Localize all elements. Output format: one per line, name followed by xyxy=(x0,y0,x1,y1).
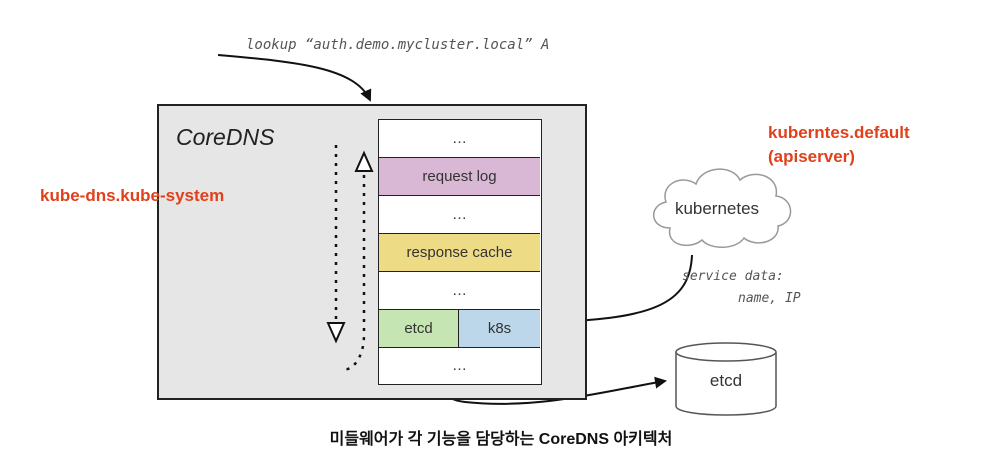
dns-query-text: lookup “auth.demo.mycluster.local” A xyxy=(246,37,550,53)
kubernetes-apiserver-label: (apiserver) xyxy=(768,147,855,166)
etcd-store-label: etcd xyxy=(709,371,743,390)
figure-caption: 미들웨어가 각 기능을 담당하는 CoreDNS 아키텍처 xyxy=(329,431,673,448)
service-data-line2: name, IP xyxy=(738,291,801,306)
request-flow-arrows xyxy=(326,145,374,371)
kubernetes-service-name: kuberntes.default xyxy=(768,123,910,142)
downward-flow-head xyxy=(326,322,346,344)
etcd-database-icon xyxy=(675,342,777,416)
kubernetes-service-label: kuberntes.default (apiserver) xyxy=(768,121,910,169)
stack-row-ellipsis-3: … xyxy=(379,272,540,310)
stack-row-ellipsis-2: … xyxy=(379,196,540,234)
stack-row-ellipsis-4: … xyxy=(452,357,467,374)
stack-row-request-log: request log xyxy=(379,158,540,196)
stack-row-split: etcd k8s xyxy=(379,310,540,348)
coredns-title: CoreDNS xyxy=(176,124,275,150)
k8s-plugin-cell: k8s xyxy=(459,310,540,347)
service-data-note: service data: name, IP xyxy=(682,266,801,310)
middleware-stack: … request log … response cache … etcd k8… xyxy=(378,119,542,385)
kube-dns-service-label: kube-dns.kube-system xyxy=(40,186,225,205)
kubernetes-cloud-icon xyxy=(653,168,792,248)
stack-row-response-cache: response cache xyxy=(379,234,540,272)
query-arrow xyxy=(217,54,372,102)
stack-row-ellipsis-1: … xyxy=(379,120,540,158)
kubernetes-to-k8s-arrow xyxy=(554,254,693,328)
service-data-line1: service data: xyxy=(682,269,784,284)
etcd-plugin-cell: etcd xyxy=(379,310,459,347)
upward-flow-dashes xyxy=(344,175,366,371)
upward-flow-head xyxy=(354,150,374,172)
kubernetes-cloud-label: kubernetes xyxy=(674,199,760,218)
